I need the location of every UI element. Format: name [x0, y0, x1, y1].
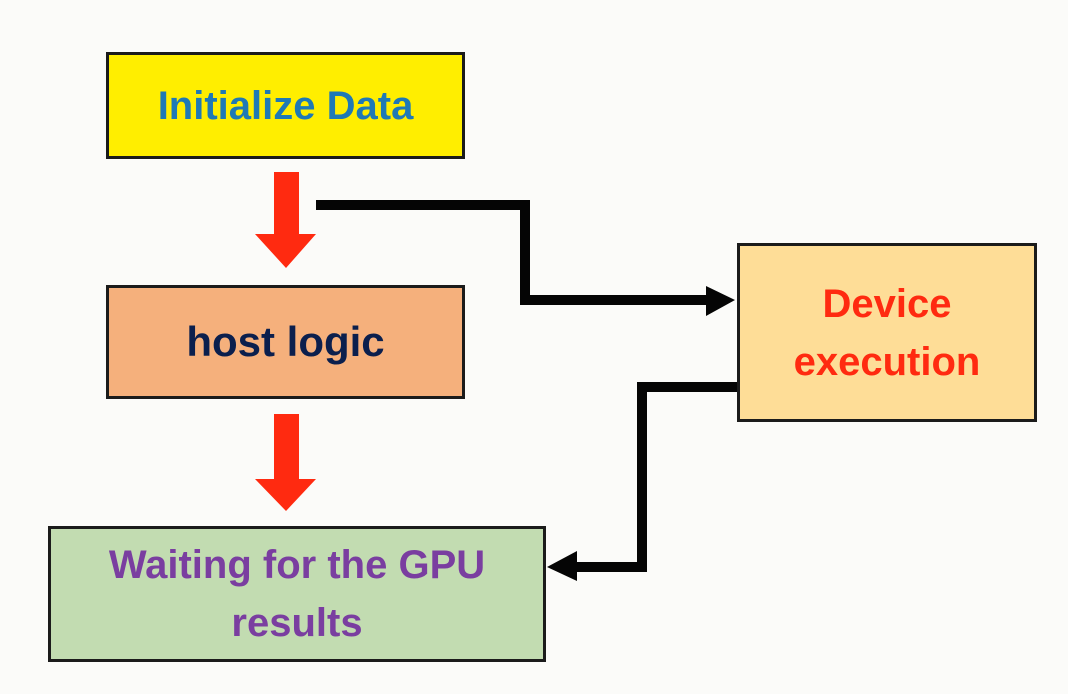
initialize-data-label: Initialize Data	[157, 83, 414, 128]
waiting-gpu-results-box: Waiting for the GPU results	[48, 526, 546, 662]
down-arrow-icon	[255, 172, 316, 268]
connector-init-to-device	[316, 200, 735, 316]
flow-arrow-host-to-wait	[255, 414, 316, 511]
waiting-gpu-results-label: Waiting for the GPU results	[108, 543, 486, 645]
initialize-data-box: Initialize Data	[106, 52, 465, 159]
down-arrow-icon	[255, 414, 316, 511]
connector-line	[575, 382, 737, 572]
right-arrowhead-icon	[706, 286, 735, 316]
flow-arrow-init-to-host	[255, 172, 316, 268]
connector-device-to-wait	[547, 382, 737, 581]
host-logic-box: host logic	[106, 285, 465, 399]
left-arrowhead-icon	[547, 551, 577, 581]
connector-line	[316, 200, 708, 305]
host-logic-label: host logic	[186, 318, 385, 365]
